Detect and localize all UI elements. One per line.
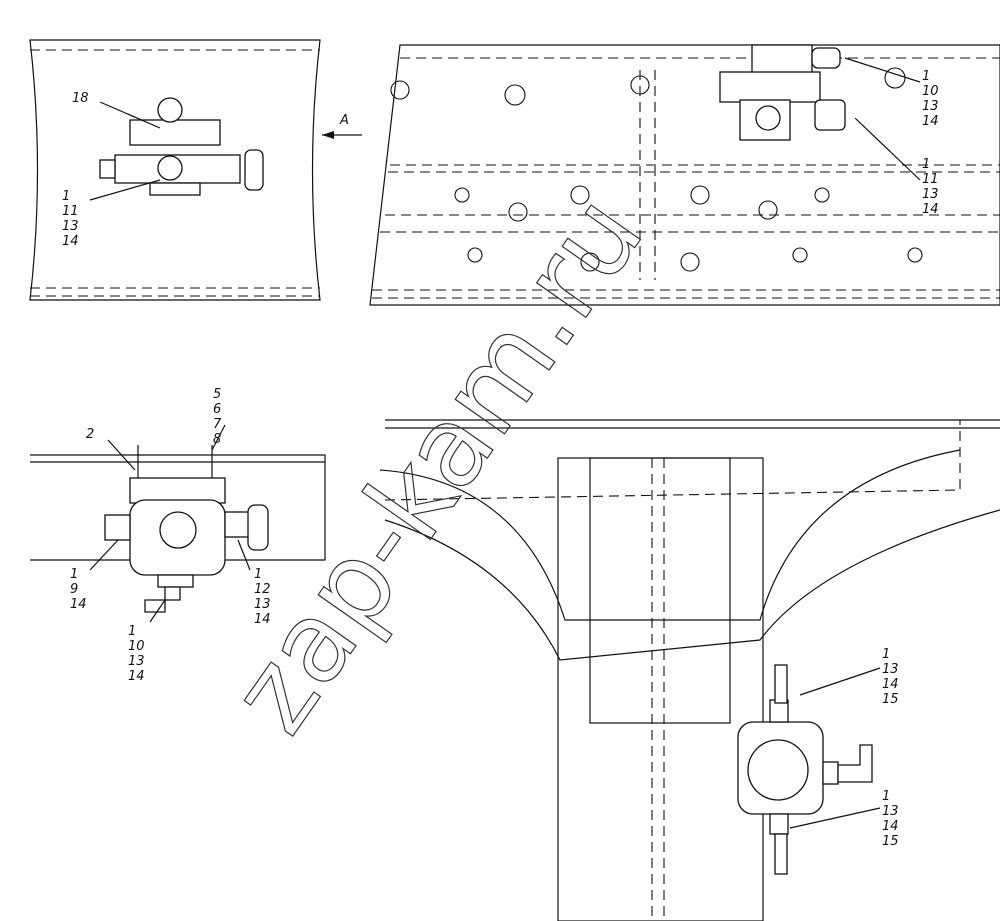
callouts: 1811113141101314111131456782191411213141… [62,69,939,849]
callout-number: 13 [128,654,145,669]
callout-number: 1 [882,789,890,804]
callout-number: 7 [213,417,222,432]
callout-number: 14 [882,819,899,834]
callout-number: 14 [922,202,939,217]
callout-number: 1 [922,157,930,172]
callout-number: 14 [882,677,899,692]
callout-number: 2 [86,427,94,442]
callout-number: 14 [254,612,271,627]
callout-number: 1 [62,189,70,204]
top-left-view [29,39,321,301]
callout-number: 1 [128,624,136,639]
callout-number: 11 [922,172,939,187]
top-right-view [369,44,1000,306]
callout-number: 18 [72,91,89,106]
callout-number: 13 [922,187,939,202]
callout-number: 15 [882,834,899,849]
bottom-right-view [379,419,1000,921]
callout-number: 14 [70,597,87,612]
callout-number: 11 [62,204,79,219]
callout-number: 14 [922,114,939,129]
callout-number: 1 [882,647,890,662]
callout-number: 1 [254,567,262,582]
callout-number: 10 [922,84,939,99]
callout-number: 13 [882,804,899,819]
callout-number: 1 [70,567,78,582]
callout-number: 1 [922,69,930,84]
callout-number: 14 [62,234,79,249]
callout-number: 12 [254,582,271,597]
callout-number: 8 [213,432,221,447]
callout-number: 13 [62,219,79,234]
callout-number: 10 [128,639,145,654]
callout-number: 9 [70,582,78,597]
callout-number: 6 [213,402,221,417]
callout-number: 15 [882,692,899,707]
callout-number: 14 [128,669,145,684]
callout-number: 13 [882,662,899,677]
view-label: A [339,113,349,128]
callout-number: 13 [254,597,271,612]
callout-number: 5 [213,387,221,402]
callout-number: 13 [922,99,939,114]
view-arrow-a: A [322,113,362,139]
watermark: zap-kam.ru [206,173,667,755]
bottom-left-view [30,424,326,623]
